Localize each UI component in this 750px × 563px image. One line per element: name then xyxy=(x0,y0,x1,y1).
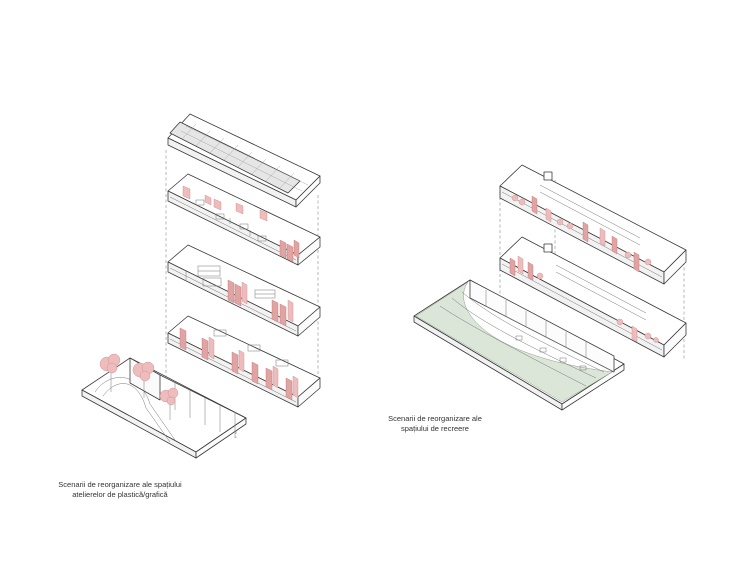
landscape-wall-openings xyxy=(485,290,615,373)
roof-skylight-grid xyxy=(180,123,309,192)
left-floor-2 xyxy=(167,244,321,337)
left-exploded-axonometric xyxy=(81,113,321,459)
right-middle-floor xyxy=(499,236,687,358)
right-landscape-base xyxy=(413,279,625,411)
caption-left: Scenarii de reorganizare ale spațiului a… xyxy=(20,480,220,499)
caption-right: Scenarii de reorganizare ale spațiului d… xyxy=(360,414,510,433)
left-roof-layer xyxy=(167,113,321,208)
garden-trees xyxy=(99,353,179,420)
right-upper-floor xyxy=(499,164,687,285)
floor3-pink-panels xyxy=(182,185,300,263)
floor1-furniture xyxy=(213,329,289,367)
caption-left-line2: atelierelor de plastică/grafică xyxy=(72,489,168,499)
upper-floor-pink-elements xyxy=(511,194,652,273)
green-terrain xyxy=(415,281,613,403)
landscape-furniture xyxy=(515,335,587,371)
floor3-furniture xyxy=(195,199,267,242)
floor2-pink-partitions xyxy=(227,279,294,327)
upper-floor-windows xyxy=(539,184,641,246)
left-ground-level xyxy=(81,353,247,459)
right-exploded-axonometric xyxy=(413,164,687,411)
floor2-furniture xyxy=(185,265,276,299)
floor1-pink-partitions xyxy=(179,327,299,401)
middle-floor-windows xyxy=(555,264,647,321)
caption-left-line1: Scenarii de reorganizare ale spațiului xyxy=(58,480,182,489)
left-floor-3 xyxy=(167,173,321,266)
caption-right-line1: Scenarii de reorganizare ale xyxy=(388,414,482,423)
middle-floor-pink-elements xyxy=(509,255,659,343)
left-floor-1 xyxy=(167,315,321,408)
caption-right-line2: spațiului de recreere xyxy=(401,423,469,433)
